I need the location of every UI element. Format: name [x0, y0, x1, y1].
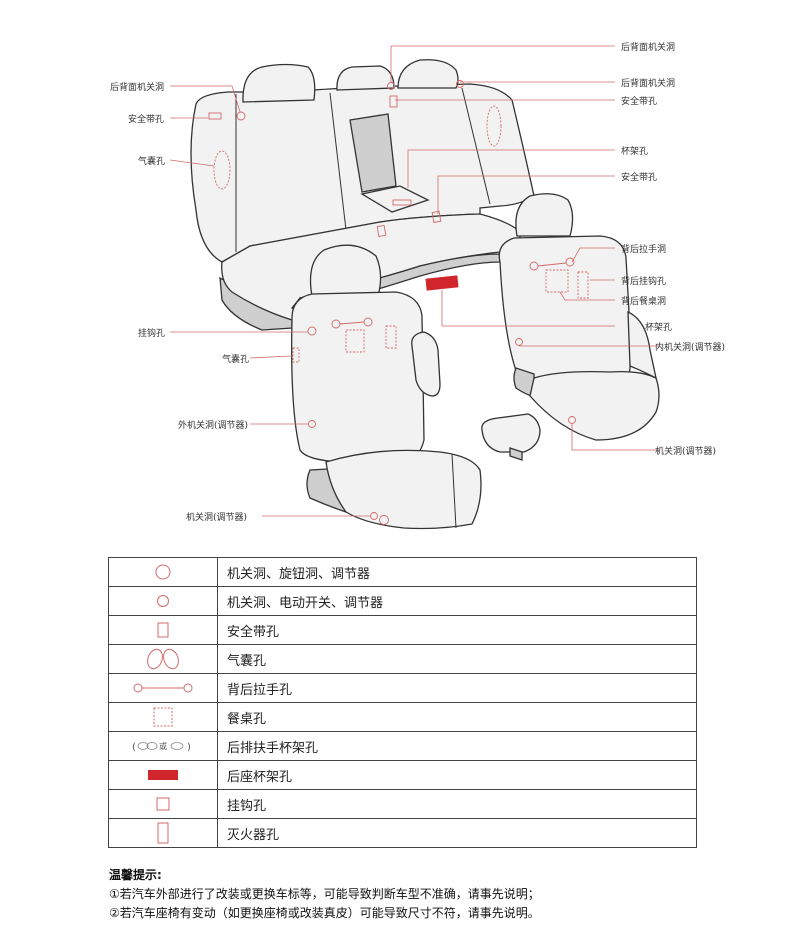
- legend-text: 安全带孔: [217, 615, 697, 645]
- legend-row: 气囊孔: [108, 644, 697, 674]
- legend-row: 机关洞、电动开关、调节器: [108, 586, 697, 616]
- legend-row: 后座杯架孔: [108, 760, 697, 790]
- seatbelt-rect-icon: [157, 622, 169, 638]
- label-front-cup: 杯架孔: [645, 321, 672, 333]
- label-bottom-switch: 机关洞(调节器): [186, 511, 247, 523]
- legend-row: 背后拉手孔: [108, 673, 697, 703]
- seat-cover-diagram: 后背面机关洞 后背面机关洞 后背面机关洞 安全带孔 安全带孔 气囊孔 杯架孔 安…: [110, 41, 725, 530]
- legend-text: 后座杯架孔: [217, 760, 697, 790]
- legend-table: 机关洞、旋钮洞、调节器 机关洞、电动开关、调节器 安全带孔 气囊孔 背后拉手孔 …: [108, 557, 697, 848]
- legend-row: 机关洞、旋钮洞、调节器: [108, 557, 697, 587]
- front-left-seat: [291, 244, 482, 530]
- legend-text: 背后拉手孔: [217, 673, 697, 703]
- legend-text: 机关洞、电动开关、调节器: [217, 586, 697, 616]
- icon-or-text: 或: [159, 741, 167, 751]
- svg-text:(: (: [132, 742, 136, 753]
- legend-text: 餐桌孔: [217, 702, 697, 732]
- label-back-handle: 背后拉手洞: [621, 243, 666, 255]
- legend-row: 挂钩孔: [108, 789, 697, 819]
- rear-headrest-left: [242, 63, 316, 103]
- label-center-seatbelt: 安全带孔: [621, 171, 657, 183]
- label-left-back-panel-hole: 后背面机关洞: [110, 81, 164, 93]
- legend-row: ( 或 ) 后排扶手杯架孔: [108, 731, 697, 761]
- label-inner-switch: 内机关洞(调节器): [655, 341, 725, 353]
- label-left-seatbelt: 安全带孔: [128, 113, 164, 125]
- legend-text: 挂钩孔: [217, 789, 697, 819]
- extinguisher-rect-icon: [157, 822, 169, 844]
- notes-line-1: ①若汽车外部进行了改装或更换车标等，可能导致判断车型不准确，请事先说明；: [109, 887, 540, 901]
- label-back-table: 背后餐桌洞: [621, 295, 666, 307]
- legend-text: 气囊孔: [217, 644, 697, 674]
- legend-text: 灭火器孔: [217, 818, 697, 848]
- handle-dumbbell-icon: [133, 683, 193, 693]
- label-back-hook: 背后挂钩孔: [621, 275, 666, 287]
- notes-line-2: ②若汽车座椅有变动（如更换座椅或改装真皮）可能导致尺寸不符，请事先说明。: [109, 906, 540, 920]
- hook-square-icon: [156, 797, 170, 811]
- legend-row: 餐桌孔: [108, 702, 697, 732]
- front-right-seat: [498, 193, 660, 441]
- label-hook-hole: 挂钩孔: [138, 327, 165, 339]
- label-right-seatbelt: 安全带孔: [621, 95, 657, 107]
- label-outer-switch: 外机关洞(调节器): [178, 419, 248, 431]
- label-top-back-panel-hole: 后背面机关洞: [621, 41, 675, 53]
- circle-small-icon: [157, 595, 169, 607]
- legend-text: 后排扶手杯架孔: [217, 731, 697, 761]
- table-rect-icon: [153, 707, 173, 727]
- notes-title: 温馨提示:: [109, 868, 162, 882]
- diagram-labels: 后背面机关洞 后背面机关洞 后背面机关洞 安全带孔 安全带孔 气囊孔 杯架孔 安…: [110, 41, 725, 523]
- rear-headrest-center: [336, 65, 395, 91]
- airbag-ovals-icon: [147, 648, 179, 670]
- svg-text:): ): [187, 742, 191, 753]
- label-front-airbag: 气囊孔: [222, 353, 249, 365]
- notes-section: 温馨提示: ①若汽车外部进行了改装或更换车标等，可能导致判断车型不准确，请事先说…: [109, 866, 540, 923]
- circle-large-icon: [155, 564, 171, 580]
- legend-row: 灭火器孔: [108, 818, 697, 848]
- label-cup-holder: 杯架孔: [621, 145, 648, 157]
- armrest-box: [481, 413, 541, 461]
- rear-cup-holder-red: [425, 275, 459, 291]
- legend-text: 机关洞、旋钮洞、调节器: [217, 557, 697, 587]
- label-right-back-panel-hole: 后背面机关洞: [621, 77, 675, 89]
- rear-headrest-right: [397, 59, 459, 89]
- legend-row: 安全带孔: [108, 615, 697, 645]
- armrest-cups-icon: ( 或 ): [132, 741, 191, 753]
- leader-lines: [169, 45, 660, 517]
- label-right-switch: 机关洞(调节器): [655, 445, 716, 457]
- label-left-airbag: 气囊孔: [138, 155, 165, 167]
- red-bar-icon: [148, 770, 178, 780]
